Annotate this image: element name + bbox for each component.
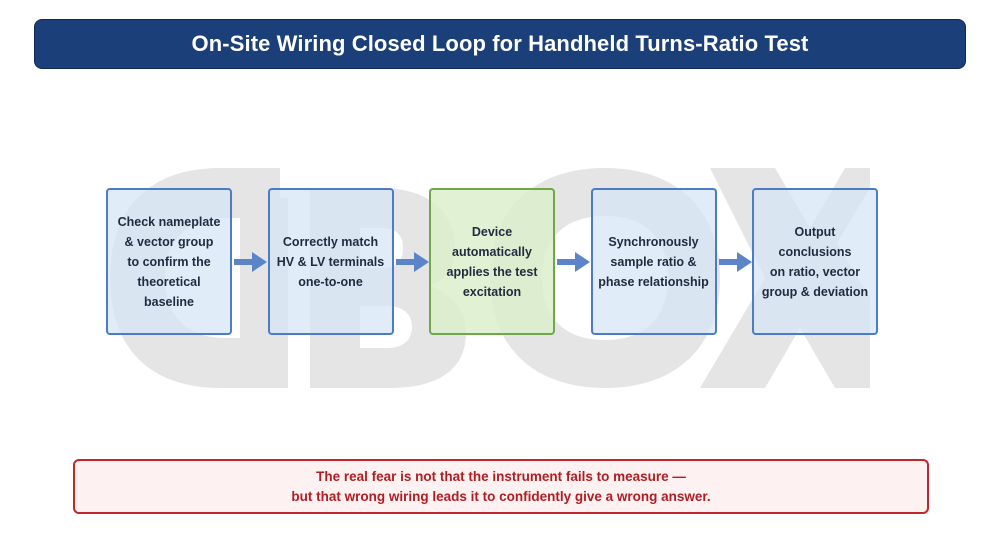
step-label-line: Check nameplate (117, 214, 221, 229)
step-label: Correctly match HV & LV terminals one-to-o… (277, 232, 384, 292)
step-label-line: sample ratio & (610, 254, 697, 269)
step-label-line: on ratio, vector (769, 264, 861, 279)
step-box-3: Device automatically applies the test exci… (429, 188, 555, 335)
page-title: On-Site Wiring Closed Loop for Handheld … (34, 19, 966, 69)
step-box-5: Output conclusions on ratio, vector group … (752, 188, 878, 335)
step-label: Output conclusions on ratio, vector group … (757, 222, 873, 302)
step-label: Check nameplate & vector group to confirm … (111, 212, 227, 312)
warning-note: The real fear is not that the instrument… (73, 459, 929, 514)
step-box-2: Correctly match HV & LV terminals one-to-o… (267, 188, 394, 335)
step-box-1: Check nameplate & vector group to confirm … (106, 188, 232, 335)
step-label-line: Correctly match (282, 234, 379, 249)
step-label-line: group & deviation (761, 284, 869, 299)
warning-line-2: but that wrong wiring leads it to confid… (291, 488, 711, 504)
title-text: On-Site Wiring Closed Loop for Handheld … (191, 31, 809, 56)
step-label-line: theoretical baseline (137, 274, 201, 309)
flow-arrow-icon (557, 252, 590, 272)
step-label: Device automatically applies the test exci… (434, 222, 550, 302)
warning-line-1: The real fear is not that the instrument… (316, 468, 686, 484)
flow-arrow-icon (718, 252, 752, 272)
step-label-line: HV & LV terminals (276, 254, 385, 269)
step-label-line: to confirm the (127, 254, 211, 269)
flow-arrow-icon (395, 252, 429, 272)
step-label: Synchronously sample ratio & phase relatio… (598, 232, 708, 292)
step-box-4: Synchronously sample ratio & phase relatio… (590, 188, 717, 335)
flow-arrow-icon (234, 252, 267, 272)
step-label-line: Device automatically (452, 224, 532, 259)
step-label-line: & vector group (124, 234, 214, 249)
step-label-line: excitation (462, 284, 522, 299)
step-label-line: Output conclusions (778, 224, 852, 259)
step-label-line: phase relationship (598, 274, 709, 289)
step-label-line: Synchronously (608, 234, 699, 249)
step-label-line: applies the test (446, 264, 538, 279)
step-label-line: one-to-one (298, 274, 363, 289)
